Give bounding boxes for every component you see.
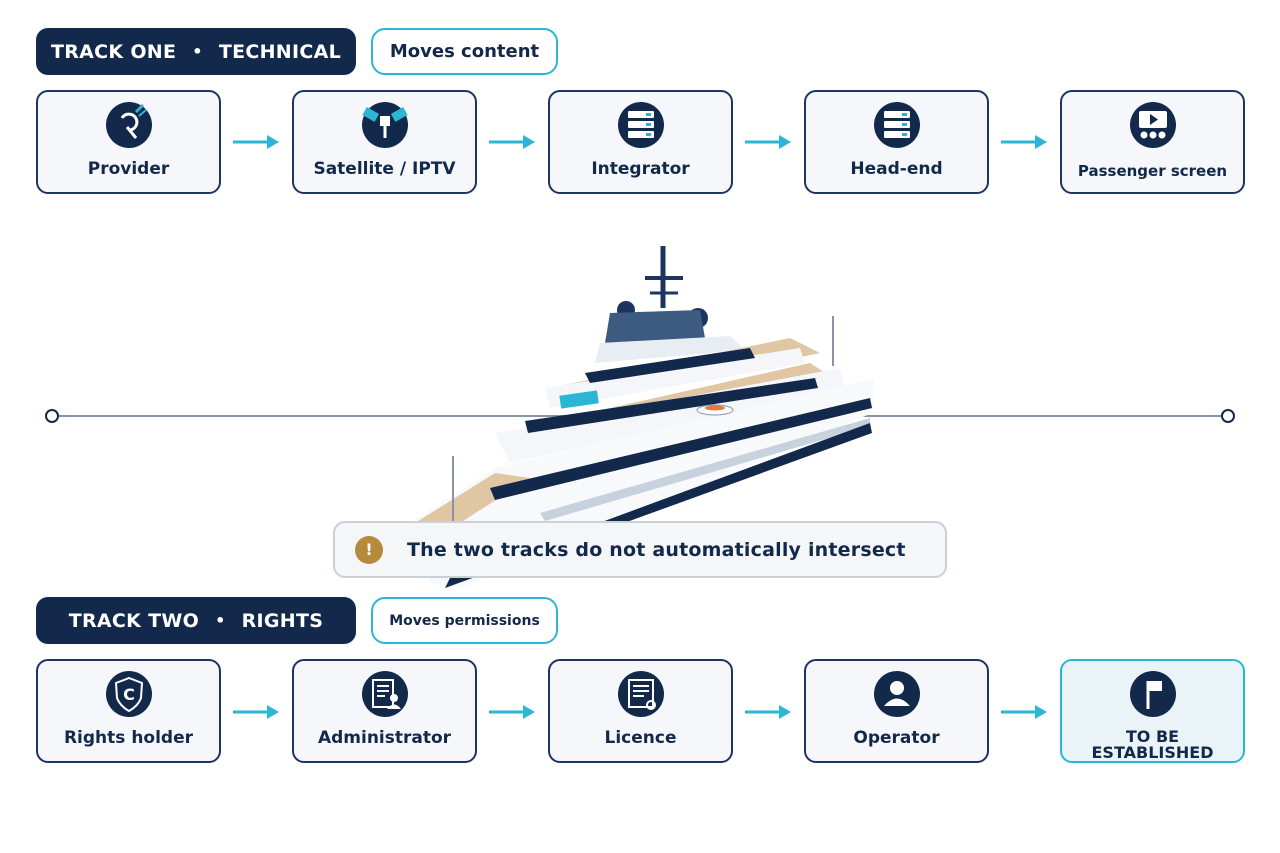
intersection-notice: ! The two tracks do not automatically in… [333,521,947,578]
flow-arrow [489,134,535,150]
node-satellite-iptv: Satellite / IPTV [292,90,477,194]
node-label: Licence [604,728,677,748]
certificate-icon [617,671,664,717]
flow-arrow [233,704,279,720]
screen-icon [1129,102,1176,148]
track-two-separator: • [215,611,226,630]
node-passenger-screen: Passenger screen [1060,90,1245,194]
document-person-icon [361,671,408,717]
node-rights-holder: C Rights holder [36,659,221,763]
node-label: TO BE ESTABLISHED [1091,727,1214,762]
node-label: Passenger screen [1077,162,1228,180]
flag-icon [1129,671,1176,717]
track-two-header: TRACK TWO • RIGHTS [36,597,356,644]
node-provider: Provider [36,90,221,194]
track-two-title: TRACK TWO [68,609,200,632]
server-icon [617,102,664,148]
flow-arrow [745,134,791,150]
track-two-subtitle-text: Moves permissions [389,612,540,629]
satellite-icon [361,102,408,148]
node-label: Head-end [850,159,943,179]
node-label: Satellite / IPTV [313,159,456,179]
node-label: Rights holder [63,728,194,748]
flow-arrow [489,704,535,720]
track-one-category: TECHNICAL [218,40,342,63]
flow-arrow [233,134,279,150]
notice-text: The two tracks do not automatically inte… [407,538,906,561]
flow-arrow [1001,134,1047,150]
track-two-subtitle: Moves permissions [371,597,558,644]
track-one-subtitle: Moves content [371,28,558,75]
track-two-category: RIGHTS [241,609,324,632]
track-one-separator: • [192,42,203,61]
copyright-shield-icon: C [105,671,152,717]
track-one-subtitle-text: Moves content [389,41,540,62]
node-label: Operator [853,728,940,748]
node-integrator: Integrator [548,90,733,194]
track-one-title: TRACK ONE [50,40,177,63]
node-label: Provider [87,159,170,179]
node-operator: Operator [804,659,989,763]
copyright-letter: C [123,685,135,704]
node-administrator: Administrator [292,659,477,763]
node-label: Integrator [591,159,690,179]
track-one-header: TRACK ONE • TECHNICAL [36,28,356,75]
node-head-end: Head-end [804,90,989,194]
node-label: Administrator [317,728,452,748]
person-icon [873,671,920,717]
node-licence: Licence [548,659,733,763]
warning-icon: ! [355,535,383,564]
node-to-be-established: TO BE ESTABLISHED [1060,659,1245,763]
server-icon [873,102,920,148]
provider-icon [105,102,152,148]
flow-arrow [745,704,791,720]
flow-arrow [1001,704,1047,720]
